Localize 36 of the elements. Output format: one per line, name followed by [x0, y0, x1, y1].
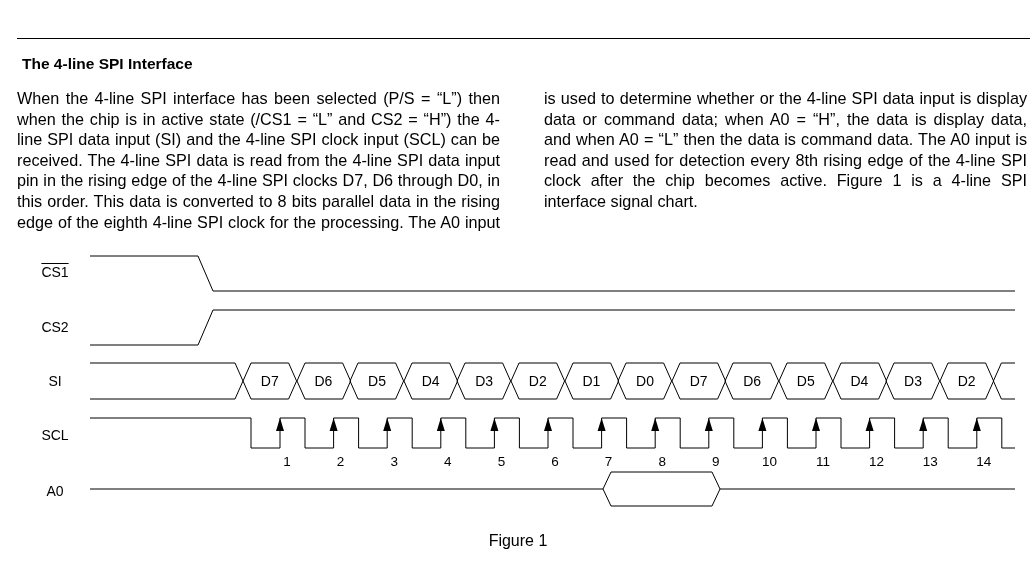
- clock-number: 7: [604, 454, 613, 469]
- data-bit-label: D6: [743, 373, 762, 389]
- clock-number: 9: [712, 454, 720, 469]
- data-bit-label: D7: [689, 373, 708, 389]
- signal-name: A0: [45, 483, 65, 499]
- signal-name: SI: [47, 373, 63, 389]
- clock-number: 8: [658, 454, 666, 469]
- clock-number: 3: [390, 454, 398, 469]
- clock-number: 14: [976, 454, 992, 469]
- clock-number: 12: [869, 454, 885, 469]
- data-bit-label: D3: [904, 373, 922, 389]
- clock-number: 4: [444, 454, 452, 469]
- signal-name: SCL: [40, 427, 70, 443]
- clock-number: 6: [551, 454, 559, 469]
- data-bit-label: D4: [850, 373, 869, 389]
- section-heading: The 4-line SPI Interface: [22, 55, 193, 73]
- clock-number: 11: [816, 454, 830, 469]
- data-bit-label: D1: [582, 373, 601, 389]
- data-bit-label: D0: [636, 373, 654, 389]
- data-bit-label: D6: [314, 373, 333, 389]
- figure-caption: Figure 1: [487, 532, 549, 550]
- clock-number: 2: [336, 454, 345, 469]
- clock-number: 5: [497, 454, 506, 469]
- data-bit-label: D2: [957, 373, 976, 389]
- data-bit-label: D2: [528, 373, 547, 389]
- body-paragraph: When the 4-line SPI interface has been selected (P/S = “L”) then when the chip is in active state (/CS1 = “L” and CS2 = “H”) the 4-line SPI data input (SI) and the 4-line SPI clock input (SCL) can be received. The 4-line SPI data is read from the 4-line SPI data input pin in the rising edge of the 4-line SPI clocks D7, D6 through D0, in this order. This data is converted to 8 bits parallel data in the rising edge of the eighth 4-line SPI clock for the processing. The A0 input is used to determine whether or the 4-line SPI data input is display data or command data; when A0 = “H”, the data is display data, and when A0 = “L” then the data is command data. The A0 input is read and used for detection every 8th rising edge of the 4-line SPI clock after the chip becomes active. Figure 1 is a 4-line SPI interface signal chart.: [17, 88, 1027, 233]
- data-bit-label: D7: [260, 373, 279, 389]
- data-bit-label: D5: [368, 373, 386, 389]
- clock-number: 10: [761, 454, 777, 469]
- signal-name: CS1: [40, 264, 70, 280]
- data-bit-label: D4: [421, 373, 440, 389]
- data-bit-label: D5: [796, 373, 815, 389]
- clock-number: 1: [283, 454, 291, 469]
- data-bit-label: D3: [475, 373, 494, 389]
- signal-name: CS2: [40, 319, 70, 335]
- clock-number: 13: [922, 454, 938, 469]
